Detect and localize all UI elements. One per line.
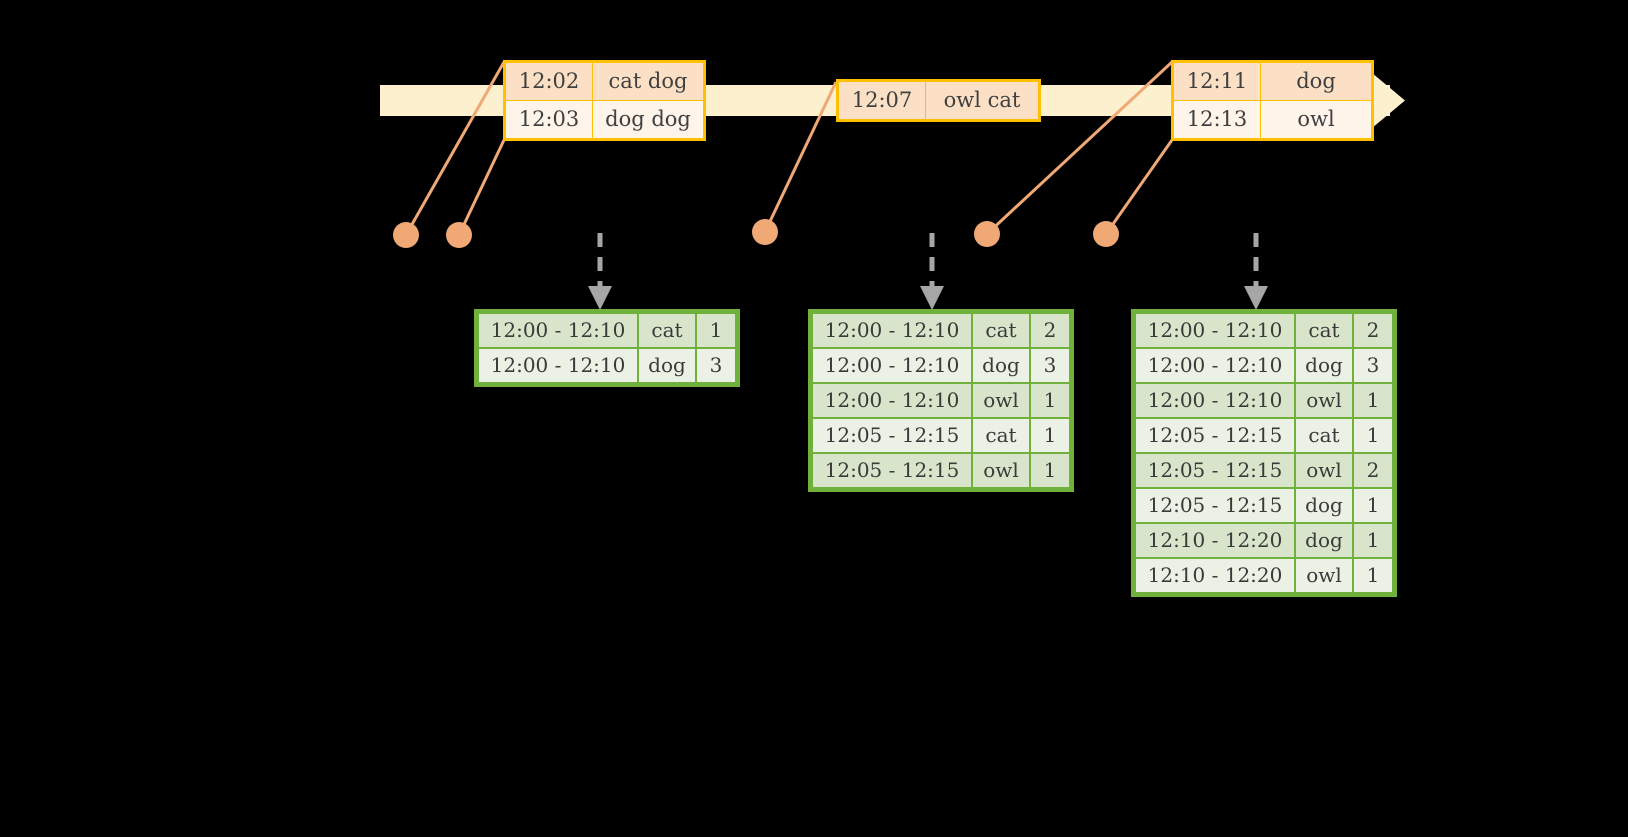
event-row: 12:11 dog xyxy=(1172,61,1373,101)
event-group-3[interactable]: 12:11 dog 12:13 owl xyxy=(1171,60,1374,141)
result-word: dog xyxy=(1296,524,1352,557)
event-group-1[interactable]: 12:02 cat dog 12:03 dog dog xyxy=(503,60,706,141)
result-window: 12:10 - 12:20 xyxy=(1136,524,1294,557)
result-window: 12:05 - 12:15 xyxy=(1136,454,1294,487)
result-window: 12:00 - 12:10 xyxy=(1136,384,1294,417)
result-window: 12:05 - 12:15 xyxy=(813,419,971,452)
event-group-2[interactable]: 12:07 owl cat xyxy=(836,79,1041,122)
result-word: dog xyxy=(639,349,695,382)
event-time: 12:02 xyxy=(504,61,593,101)
event-time: 12:03 xyxy=(504,100,593,140)
result-word: cat xyxy=(973,314,1029,347)
result-window: 12:10 - 12:20 xyxy=(1136,559,1294,592)
result-count: 1 xyxy=(1354,419,1392,452)
result-window: 12:00 - 12:10 xyxy=(1136,314,1294,347)
result-count: 1 xyxy=(1354,384,1392,417)
result-window: 12:00 - 12:10 xyxy=(813,384,971,417)
event-row: 12:13 owl xyxy=(1172,100,1373,140)
event-words: dog dog xyxy=(592,100,705,140)
event-words: cat dog xyxy=(592,61,705,101)
event-time: 12:07 xyxy=(837,80,926,121)
result-count: 2 xyxy=(1354,314,1392,347)
emit-arrowheads xyxy=(588,286,1268,310)
result-count: 2 xyxy=(1354,454,1392,487)
event-marker-2[interactable] xyxy=(446,222,472,248)
result-word: cat xyxy=(973,419,1029,452)
result-word: owl xyxy=(973,454,1029,487)
result-count: 1 xyxy=(1031,454,1069,487)
result-word: owl xyxy=(1296,559,1352,592)
result-window: 12:00 - 12:10 xyxy=(479,314,637,347)
result-word: dog xyxy=(1296,489,1352,522)
result-count: 1 xyxy=(1031,384,1069,417)
result-window: 12:00 - 12:10 xyxy=(813,314,971,347)
result-count: 3 xyxy=(1031,349,1069,382)
result-count: 3 xyxy=(1354,349,1392,382)
result-count: 1 xyxy=(697,314,735,347)
result-word: dog xyxy=(1296,349,1352,382)
emit-arrows xyxy=(597,233,1259,288)
event-words: dog xyxy=(1260,61,1373,101)
result-word: owl xyxy=(1296,384,1352,417)
result-count: 1 xyxy=(1354,489,1392,522)
result-window: 12:05 - 12:15 xyxy=(813,454,971,487)
result-word: dog xyxy=(973,349,1029,382)
result-word: cat xyxy=(1296,419,1352,452)
event-row: 12:02 cat dog xyxy=(504,61,705,101)
result-count: 1 xyxy=(1354,524,1392,557)
event-time: 12:13 xyxy=(1172,100,1261,140)
event-marker-4[interactable] xyxy=(974,221,1000,247)
result-word: owl xyxy=(973,384,1029,417)
result-count: 1 xyxy=(1354,559,1392,592)
result-word: cat xyxy=(1296,314,1352,347)
result-word: cat xyxy=(639,314,695,347)
result-count: 1 xyxy=(1031,419,1069,452)
event-marker-3[interactable] xyxy=(752,219,778,245)
event-row: 12:03 dog dog xyxy=(504,100,705,140)
result-window: 12:00 - 12:10 xyxy=(1136,349,1294,382)
event-marker-1[interactable] xyxy=(393,222,419,248)
result-count: 2 xyxy=(1031,314,1069,347)
event-row: 12:07 owl cat xyxy=(837,80,1040,121)
result-window: 12:05 - 12:15 xyxy=(1136,489,1294,522)
result-word: owl xyxy=(1296,454,1352,487)
result-count: 3 xyxy=(697,349,735,382)
result-window: 12:05 - 12:15 xyxy=(1136,419,1294,452)
event-marker-5[interactable] xyxy=(1093,221,1119,247)
event-time: 12:11 xyxy=(1172,61,1261,101)
result-window: 12:00 - 12:10 xyxy=(479,349,637,382)
event-words: owl xyxy=(1260,100,1373,140)
event-words: owl cat xyxy=(925,80,1040,121)
result-window: 12:00 - 12:10 xyxy=(813,349,971,382)
